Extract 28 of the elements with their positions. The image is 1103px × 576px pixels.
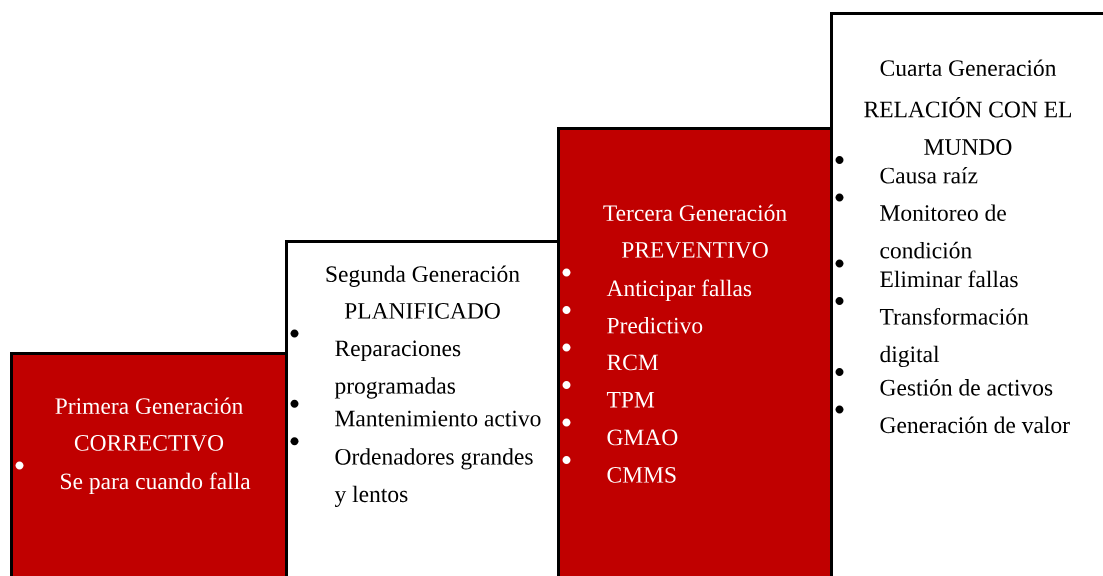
step-box (10, 352, 288, 576)
bullet-item: Gestión de activos (835, 368, 1053, 396)
step-heading: Cuarta Generación (880, 59, 1057, 77)
bullet-item: Monitoreo de condición (835, 193, 1006, 259)
bullet-item: Transformación digital (835, 296, 1029, 368)
step-heading: RELACIÓN CON EL MUNDO (864, 97, 1071, 155)
step-heading: PREVENTIVO (621, 242, 768, 258)
step-heading: Primera Generación (55, 397, 243, 415)
bullet-item: Anticipar fallas (562, 268, 752, 302)
bullet-item: RCM (562, 343, 659, 371)
step-heading: PLANIFICADO (344, 303, 500, 319)
step-heading: Segunda Generación (326, 265, 520, 287)
step-box (285, 240, 560, 576)
bullet-item: Ordenadores grandes y lentos (290, 437, 533, 507)
bullet-item: Predictivo (562, 306, 703, 334)
step-heading: Tercera Generación (603, 204, 787, 222)
bullet-item: CMMS (562, 456, 676, 483)
step-heading: CORRECTIVO (74, 435, 224, 451)
bullet-item: Causa raíz (835, 155, 978, 184)
bullet-item: Reparaciones programadas (290, 329, 461, 399)
bullet-item: Mantenimiento activo (290, 399, 541, 427)
bullet-item: Generación de valor (835, 405, 1070, 434)
step-box (557, 127, 833, 576)
bullet-item: Se para cuando falla (15, 461, 251, 495)
bullet-item: Eliminar fallas (835, 259, 1018, 288)
bullet-item: GMAO (562, 418, 678, 446)
step-box (830, 12, 1103, 576)
bullet-item: TPM (562, 381, 655, 408)
